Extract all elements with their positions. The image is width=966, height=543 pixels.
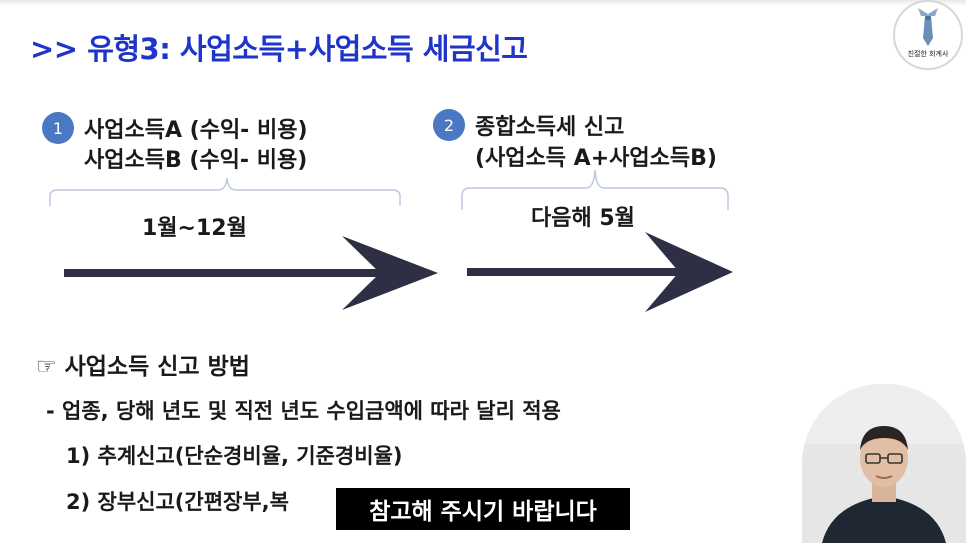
step-1-line-1: 사업소득A (수익- 비용) bbox=[84, 118, 308, 143]
slide-title: >> 유형3: 사업소득+사업소득 세금신고 bbox=[30, 32, 528, 66]
step-2-line-1: 종합소득세 신고 bbox=[475, 115, 625, 140]
method-line-3: 2) 장부신고(간편장부,복 bbox=[66, 490, 289, 514]
logo: 친절한 회계사 bbox=[893, 0, 963, 70]
top-edge-shadow bbox=[0, 0, 966, 6]
period-step-2: 다음해 5월 bbox=[531, 206, 635, 231]
method-line-1: - 업종, 당해 년도 및 직전 년도 수입금액에 따라 달리 적용 bbox=[46, 399, 561, 423]
step-badge-1: 1 bbox=[42, 112, 74, 144]
method-line-2: 1) 추계신고(단순경비율, 기준경비율) bbox=[66, 444, 403, 468]
webcam-presenter bbox=[802, 384, 966, 543]
step-1-line-2: 사업소득B (수익- 비용) bbox=[84, 148, 308, 173]
presenter-avatar bbox=[802, 384, 966, 543]
brace-step-1 bbox=[49, 177, 401, 206]
brace-step-2 bbox=[461, 169, 729, 210]
method-title: ☞ 사업소득 신고 방법 bbox=[36, 354, 250, 380]
arrow-step-2 bbox=[467, 232, 733, 312]
subtitle-caption: 참고해 주시기 바랍니다 bbox=[336, 488, 630, 530]
step-2-line-2: (사업소득 A+사업소득B) bbox=[475, 146, 717, 171]
logo-text: 친절한 회계사 bbox=[907, 50, 949, 58]
necktie-icon bbox=[918, 8, 938, 46]
step-badge-2: 2 bbox=[433, 109, 465, 141]
period-step-1: 1월~12월 bbox=[142, 216, 247, 241]
arrow-step-1 bbox=[64, 236, 438, 310]
